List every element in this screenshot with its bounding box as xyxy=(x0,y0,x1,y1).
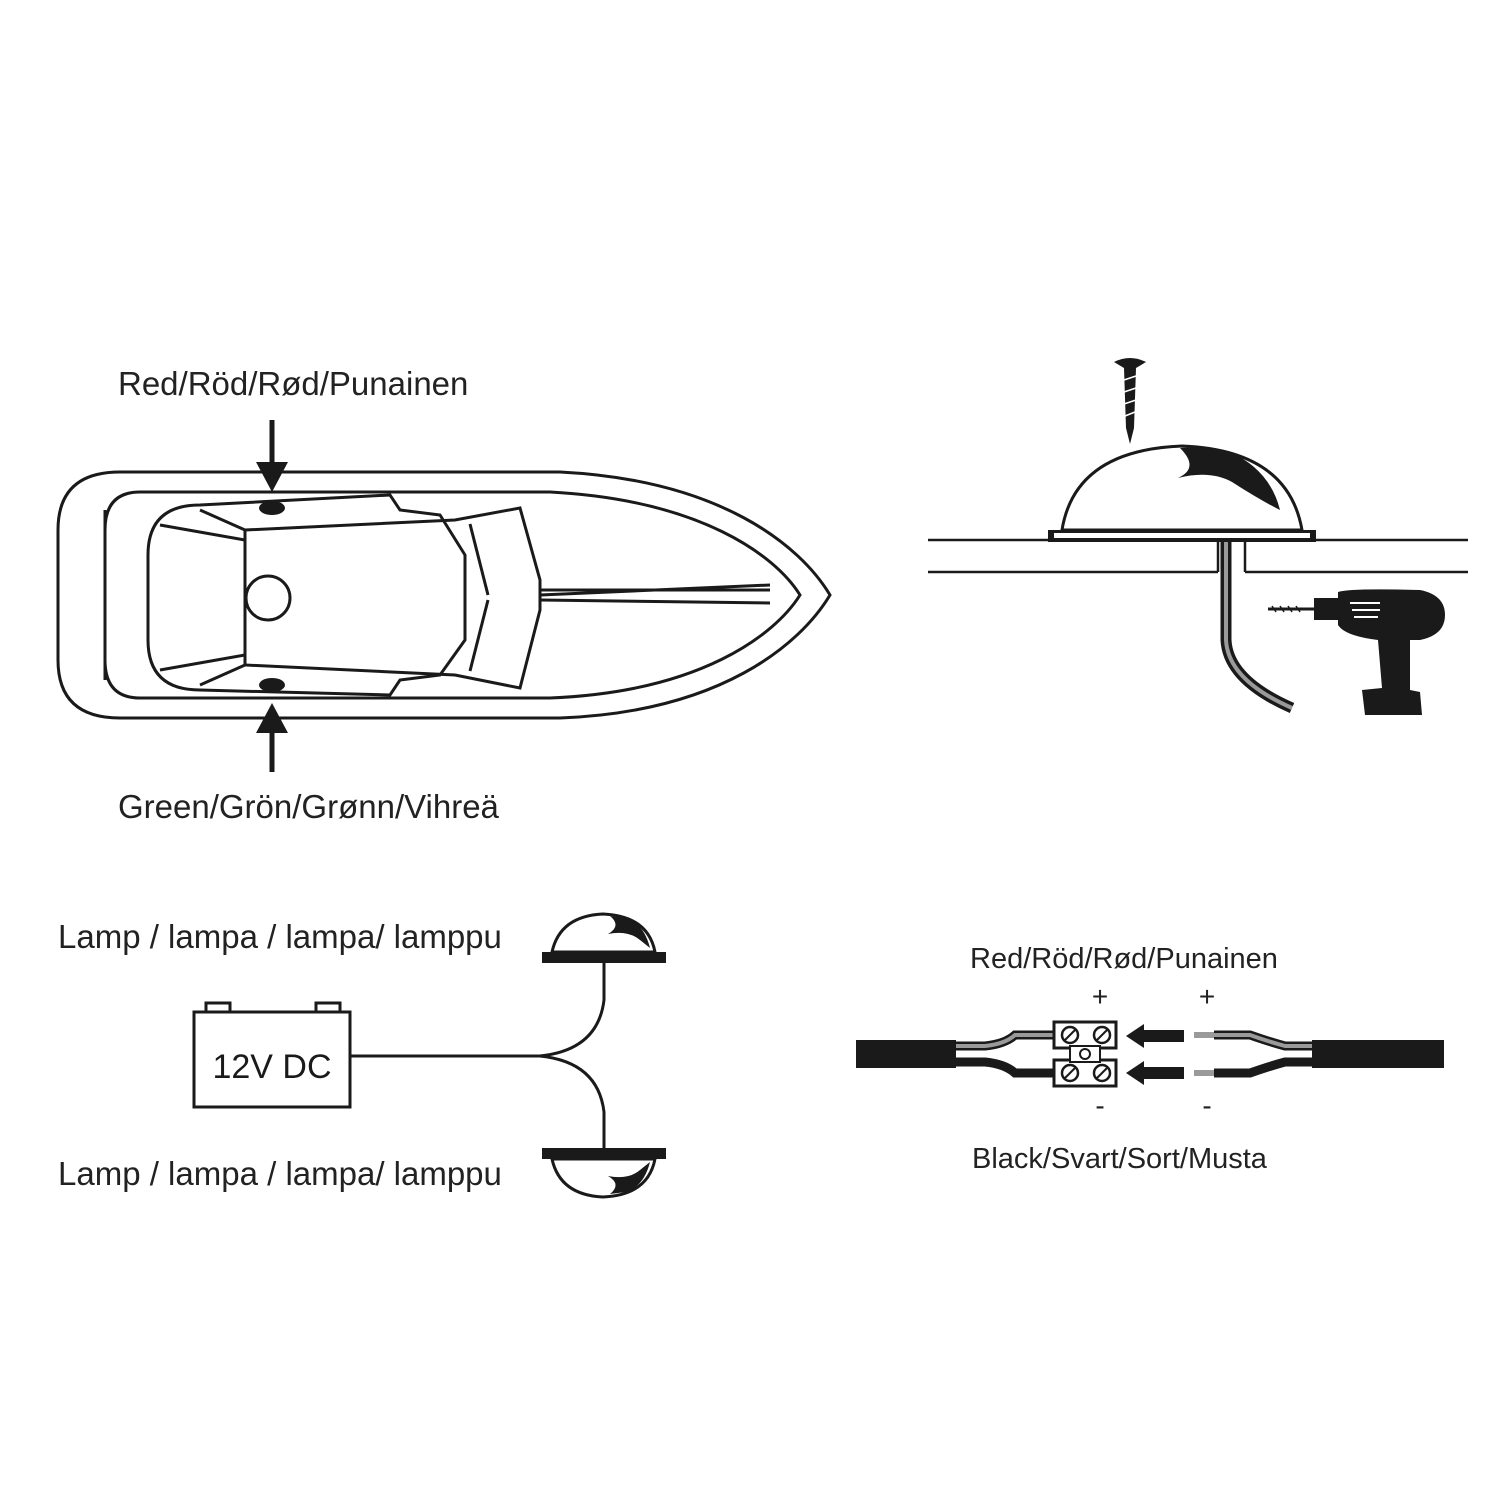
battery-icon xyxy=(192,1001,352,1109)
lamp-bottom-icon xyxy=(542,1148,666,1199)
lamp-icon xyxy=(1048,444,1316,542)
lamp-top-icon xyxy=(542,912,666,963)
minus-right-label: - xyxy=(1202,1090,1211,1121)
arrow-left-icon xyxy=(1126,1024,1184,1048)
left-cable-icon xyxy=(856,1030,1060,1078)
screw-icon xyxy=(1114,358,1146,444)
connector-black-label: Black/Svart/Sort/Musta xyxy=(972,1143,1268,1175)
boat-red-label: Red/Röd/Rød/Punainen xyxy=(118,365,468,402)
port-light-red-icon xyxy=(259,501,285,515)
boat-green-label: Green/Grön/Grønn/Vihreä xyxy=(118,788,500,825)
arrow-down-icon xyxy=(256,420,288,492)
lamp-top-label: Lamp / lampa / lampa/ lamppu xyxy=(58,918,502,955)
circuit-diagram: Lamp / lampa / lampa/ lamppu Lamp / lamp… xyxy=(58,912,666,1199)
arrow-up-icon xyxy=(256,703,288,772)
circuit-wires xyxy=(350,963,606,1148)
plus-right-label: + xyxy=(1199,981,1215,1012)
mounting-surface xyxy=(928,538,1468,574)
connector-red-label: Red/Röd/Rød/Punainen xyxy=(970,943,1278,975)
terminal-block-icon xyxy=(1052,1020,1118,1088)
battery-label: 12V DC xyxy=(212,1048,331,1086)
boat-diagram: Red/Röd/Rød/Punainen xyxy=(56,365,832,825)
drill-icon xyxy=(1268,589,1445,715)
right-cable-icon xyxy=(1194,1030,1444,1078)
boat-hull-icon xyxy=(56,470,832,720)
connector-diagram: Red/Röd/Rød/Punainen + + - - Black/Svart… xyxy=(856,943,1444,1175)
minus-left-label: - xyxy=(1095,1090,1104,1121)
starboard-light-green-icon xyxy=(259,678,285,692)
lamp-bottom-label: Lamp / lampa / lampa/ lamppu xyxy=(58,1155,502,1192)
plus-left-label: + xyxy=(1092,981,1108,1012)
cable-icon xyxy=(1220,542,1295,714)
arrow-left-icon xyxy=(1126,1061,1184,1085)
mounting-diagram xyxy=(928,358,1468,715)
